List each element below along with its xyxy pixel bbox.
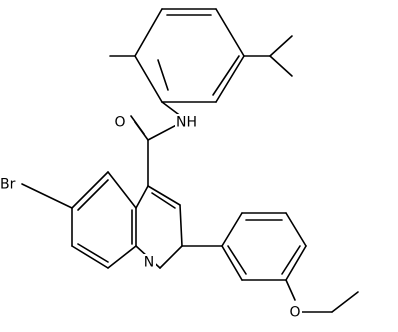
bond-27 <box>135 185 149 209</box>
carbonyl-oxygen-label: O <box>114 115 125 131</box>
bond-21 <box>107 245 137 269</box>
bond-32 <box>151 192 176 209</box>
label-bg <box>0 176 20 193</box>
bond-37 <box>285 212 307 247</box>
bond-12 <box>269 35 293 57</box>
bond-40 <box>221 245 243 281</box>
label-bg <box>175 114 199 131</box>
bond-18 <box>71 171 109 209</box>
bond-5 <box>134 8 163 57</box>
bond-28 <box>147 185 181 206</box>
ether-oxygen-label: O <box>289 305 300 321</box>
bond-11 <box>269 55 293 77</box>
bond-46 <box>331 291 359 313</box>
bromine-atom-label: Br <box>0 177 16 193</box>
amide-nh-label: NH <box>176 115 197 131</box>
label-bg <box>288 304 302 321</box>
bond-29 <box>179 204 183 247</box>
bond-layer <box>21 8 359 313</box>
bond-30 <box>159 245 183 269</box>
bond-42 <box>281 245 301 275</box>
bond-1 <box>215 8 245 57</box>
label-bg <box>113 114 127 131</box>
bond-35 <box>221 212 243 247</box>
bond-38 <box>285 245 307 281</box>
bond-24 <box>77 179 109 211</box>
bond-25 <box>77 243 109 263</box>
bond-44 <box>285 279 296 301</box>
bond-7 <box>212 55 240 96</box>
bond-23 <box>107 171 137 209</box>
quinoline-nitrogen-label: N <box>144 255 154 271</box>
bond-17 <box>130 115 145 135</box>
bond-33 <box>21 183 73 209</box>
bond-20 <box>71 245 109 269</box>
label-bg <box>142 254 156 271</box>
bond-2 <box>215 55 245 103</box>
bond-4 <box>134 55 163 103</box>
bond-43 <box>227 245 247 275</box>
atom-label-layer: Br N NH O O <box>0 114 302 321</box>
bond-8 <box>157 59 169 91</box>
